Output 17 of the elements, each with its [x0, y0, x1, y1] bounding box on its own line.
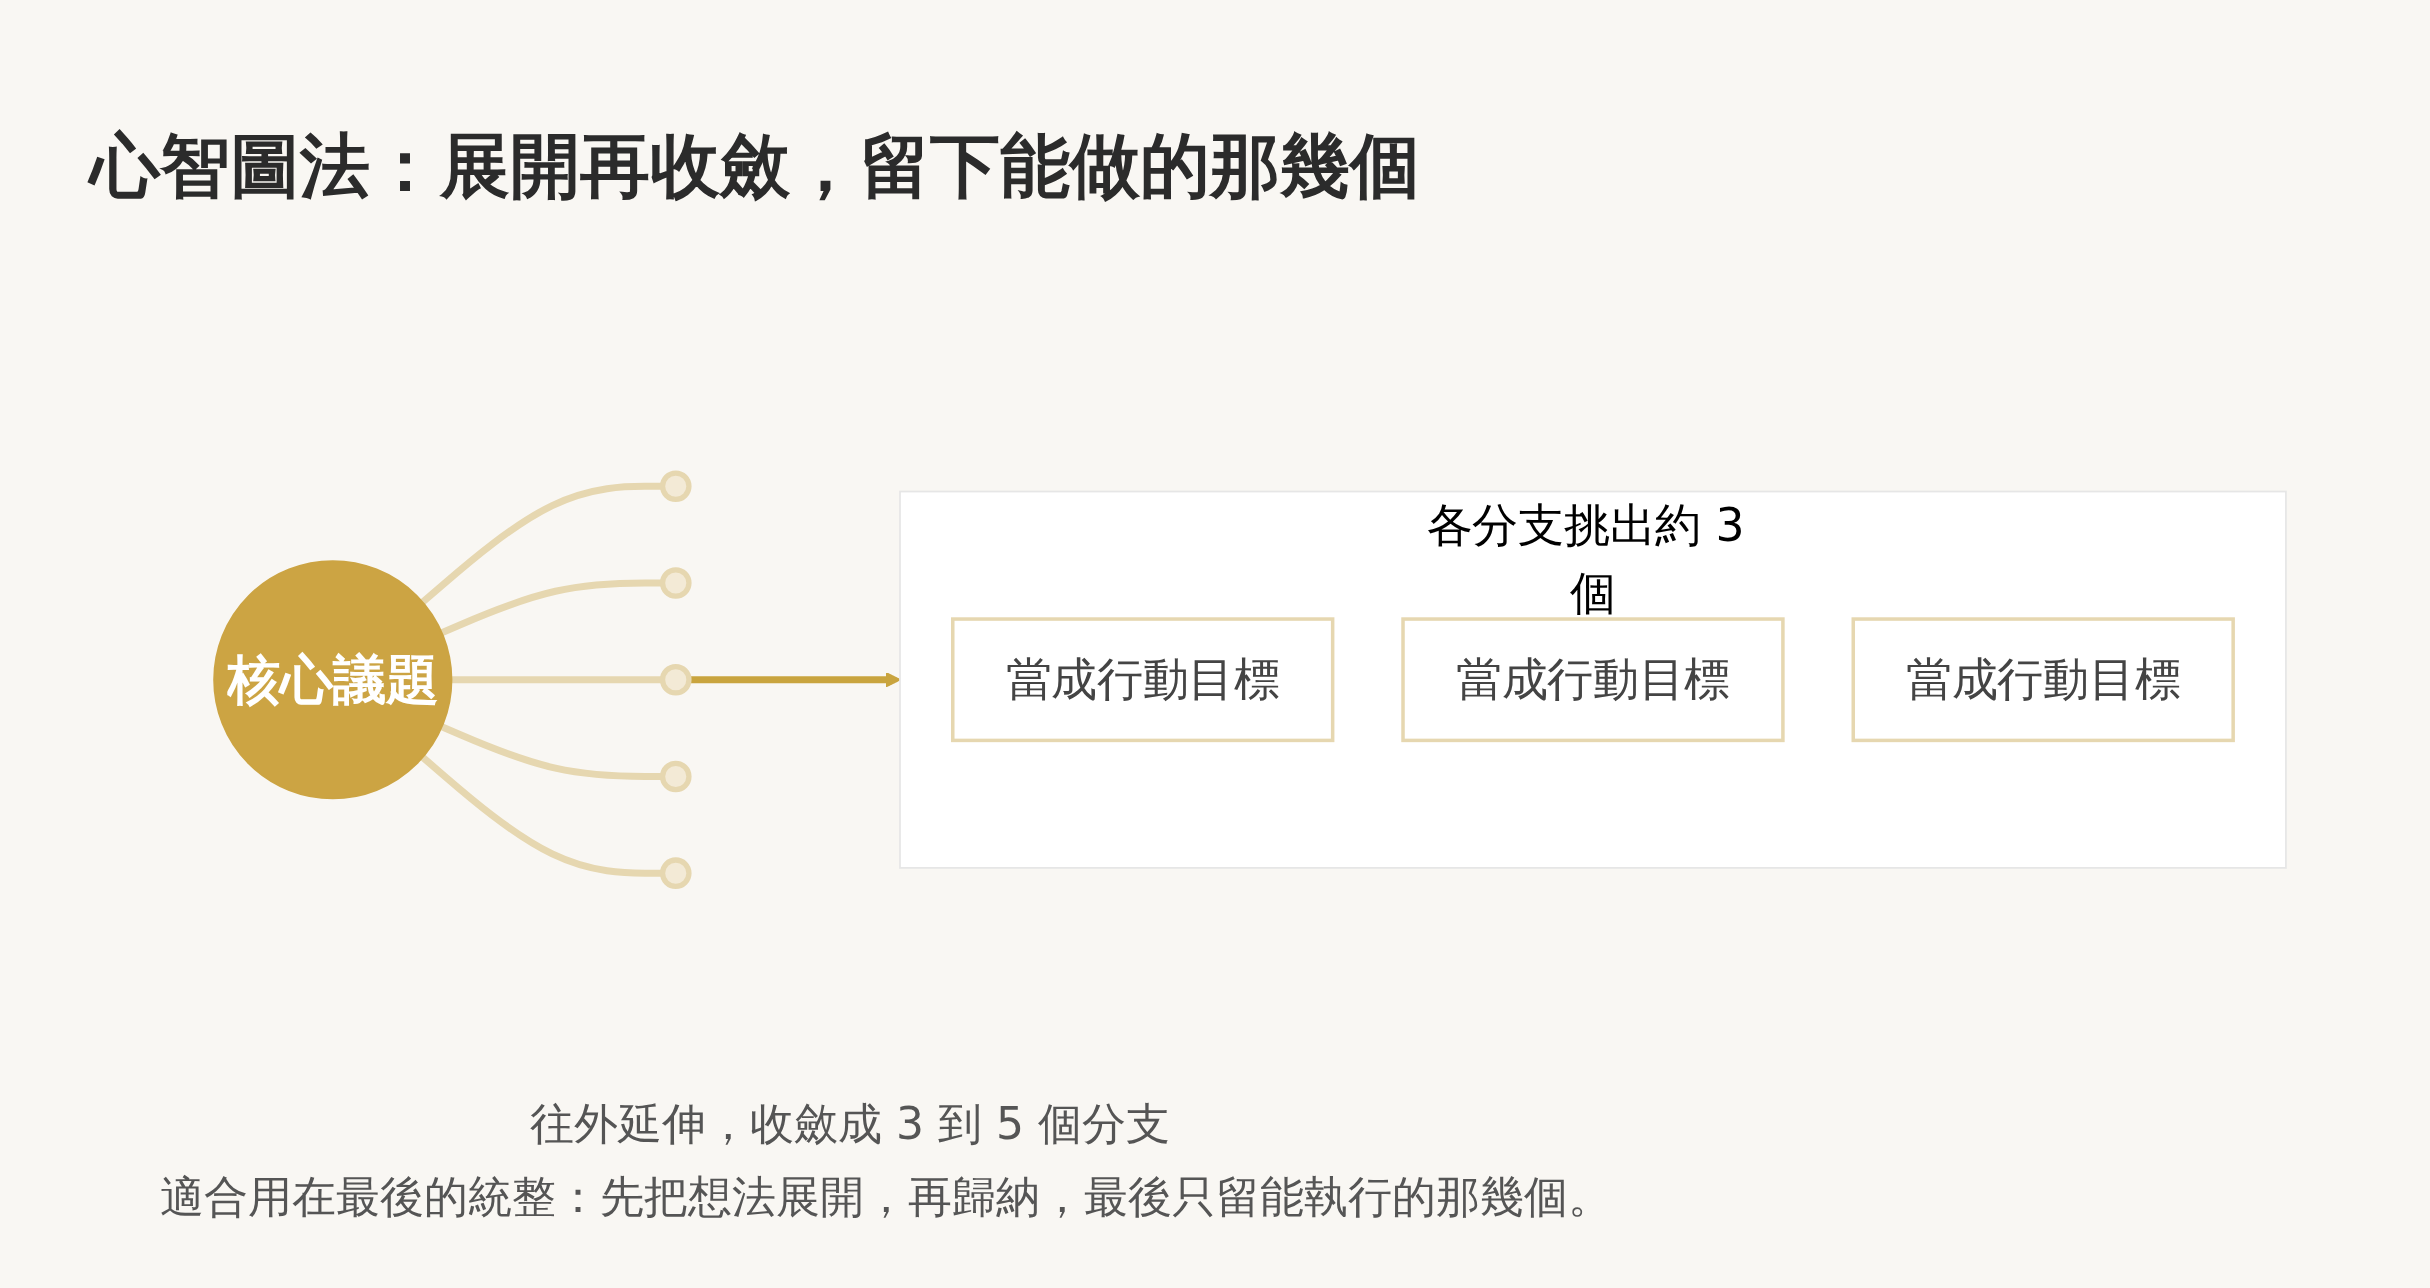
connector	[440, 723, 663, 781]
node-box: 當成行動目標	[1401, 617, 1785, 743]
note-text: 往外延伸，收斂成 3 到 5 個分支	[529, 1097, 1171, 1151]
node-circle	[659, 760, 692, 793]
caption: 適合用在最後的統整：先把想法展開，再歸納，最後只留能執行的那幾個。	[160, 1170, 1612, 1224]
connector	[420, 754, 663, 877]
connector	[420, 483, 663, 606]
node-circle	[659, 470, 692, 503]
node-circle	[659, 664, 692, 696]
node-circle: 核心議題	[213, 560, 453, 800]
node-box: 當成行動目標	[951, 617, 1335, 743]
connector	[451, 676, 663, 684]
arrow	[688, 672, 901, 688]
node-circle	[659, 567, 692, 600]
connector	[440, 579, 663, 637]
node-box: 當成行動目標	[1851, 617, 2235, 743]
node-circle	[659, 857, 692, 890]
